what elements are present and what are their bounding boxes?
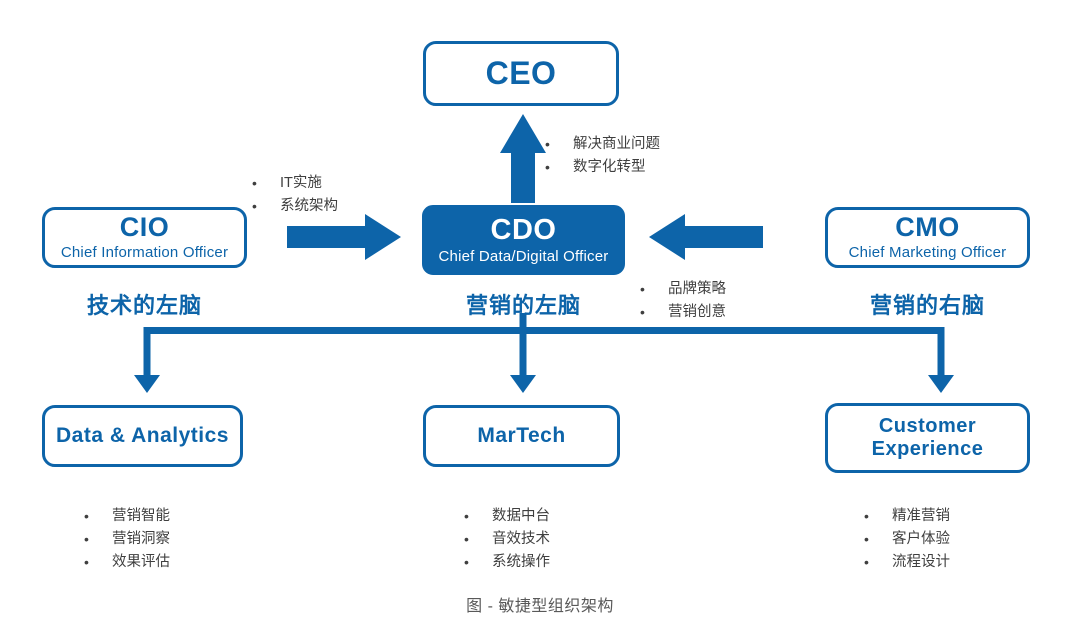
cio-title: CIO	[119, 212, 170, 243]
bullet-item: 系统操作	[462, 551, 550, 574]
bullet-item: 系统架构	[250, 195, 338, 218]
arrow-down-center-icon	[510, 375, 536, 393]
bullet-list-martech: 数据中台 音效技术 系统操作	[462, 505, 550, 574]
bullet-item: 解决商业问题	[543, 133, 660, 156]
arrow-right-cio-to-cdo-icon	[287, 214, 401, 260]
node-cio: CIO Chief Information Officer	[42, 207, 247, 268]
connector-stem-center	[519, 334, 527, 377]
node-martech: MarTech	[423, 405, 620, 467]
bullet-item: 品牌策略	[638, 278, 726, 301]
bullet-item: 数字化转型	[543, 156, 660, 179]
cdo-brain-label: 营销的左脑	[465, 293, 581, 318]
bullet-item: 音效技术	[462, 528, 550, 551]
cdo-title: CDO	[490, 213, 557, 246]
cio-brain-label: 技术的左脑	[86, 293, 202, 318]
bullet-item: 流程设计	[862, 551, 950, 574]
connector-horizontal-bar	[143, 327, 945, 334]
connector-stem-left	[143, 334, 151, 377]
customer-experience-title: Customer Experience	[871, 415, 984, 460]
cmo-brain-label: 营销的右脑	[869, 293, 985, 318]
bullet-item: 营销智能	[82, 505, 170, 528]
ceo-title: CEO	[485, 54, 557, 91]
node-cdo: CDO Chief Data/Digital Officer	[422, 205, 625, 275]
arrow-up-cdo-to-ceo-icon	[500, 114, 546, 203]
bullet-item: 数据中台	[462, 505, 550, 528]
bullet-item: IT实施	[250, 172, 338, 195]
bullet-item: 精准营销	[862, 505, 950, 528]
bullet-list-data-analytics: 营销智能 营销洞察 效果评估	[82, 505, 170, 574]
bullet-list-cdo-to-ceo: 解决商业问题 数字化转型	[543, 133, 660, 179]
node-customer-experience: Customer Experience	[825, 403, 1030, 473]
node-ceo: CEO	[423, 41, 619, 106]
cio-subtitle: Chief Information Officer	[60, 244, 229, 262]
figure-caption: 图 - 敏捷型组织架构	[466, 598, 614, 615]
arrow-down-left-icon	[134, 375, 160, 393]
bullet-item: 营销洞察	[82, 528, 170, 551]
bullet-list-customer-experience: 精准营销 客户体验 流程设计	[862, 505, 950, 574]
node-cmo: CMO Chief Marketing Officer	[825, 207, 1030, 268]
cmo-title: CMO	[895, 212, 960, 243]
arrow-left-cmo-to-cdo-icon	[649, 214, 763, 260]
arrow-down-right-icon	[928, 375, 954, 393]
connector-stem-right	[937, 334, 945, 377]
bullet-item: 效果评估	[82, 551, 170, 574]
bullet-item: 营销创意	[638, 301, 726, 324]
data-analytics-title: Data & Analytics	[56, 424, 229, 448]
node-data-analytics: Data & Analytics	[42, 405, 243, 467]
bullet-item: 客户体验	[862, 528, 950, 551]
martech-title: MarTech	[477, 424, 566, 448]
cdo-subtitle: Chief Data/Digital Officer	[438, 247, 609, 265]
bullet-list-cmo-to-cdo: 品牌策略 营销创意	[638, 278, 726, 324]
bullet-list-cio-to-cdo: IT实施 系统架构	[250, 172, 338, 218]
cmo-subtitle: Chief Marketing Officer	[848, 244, 1007, 262]
